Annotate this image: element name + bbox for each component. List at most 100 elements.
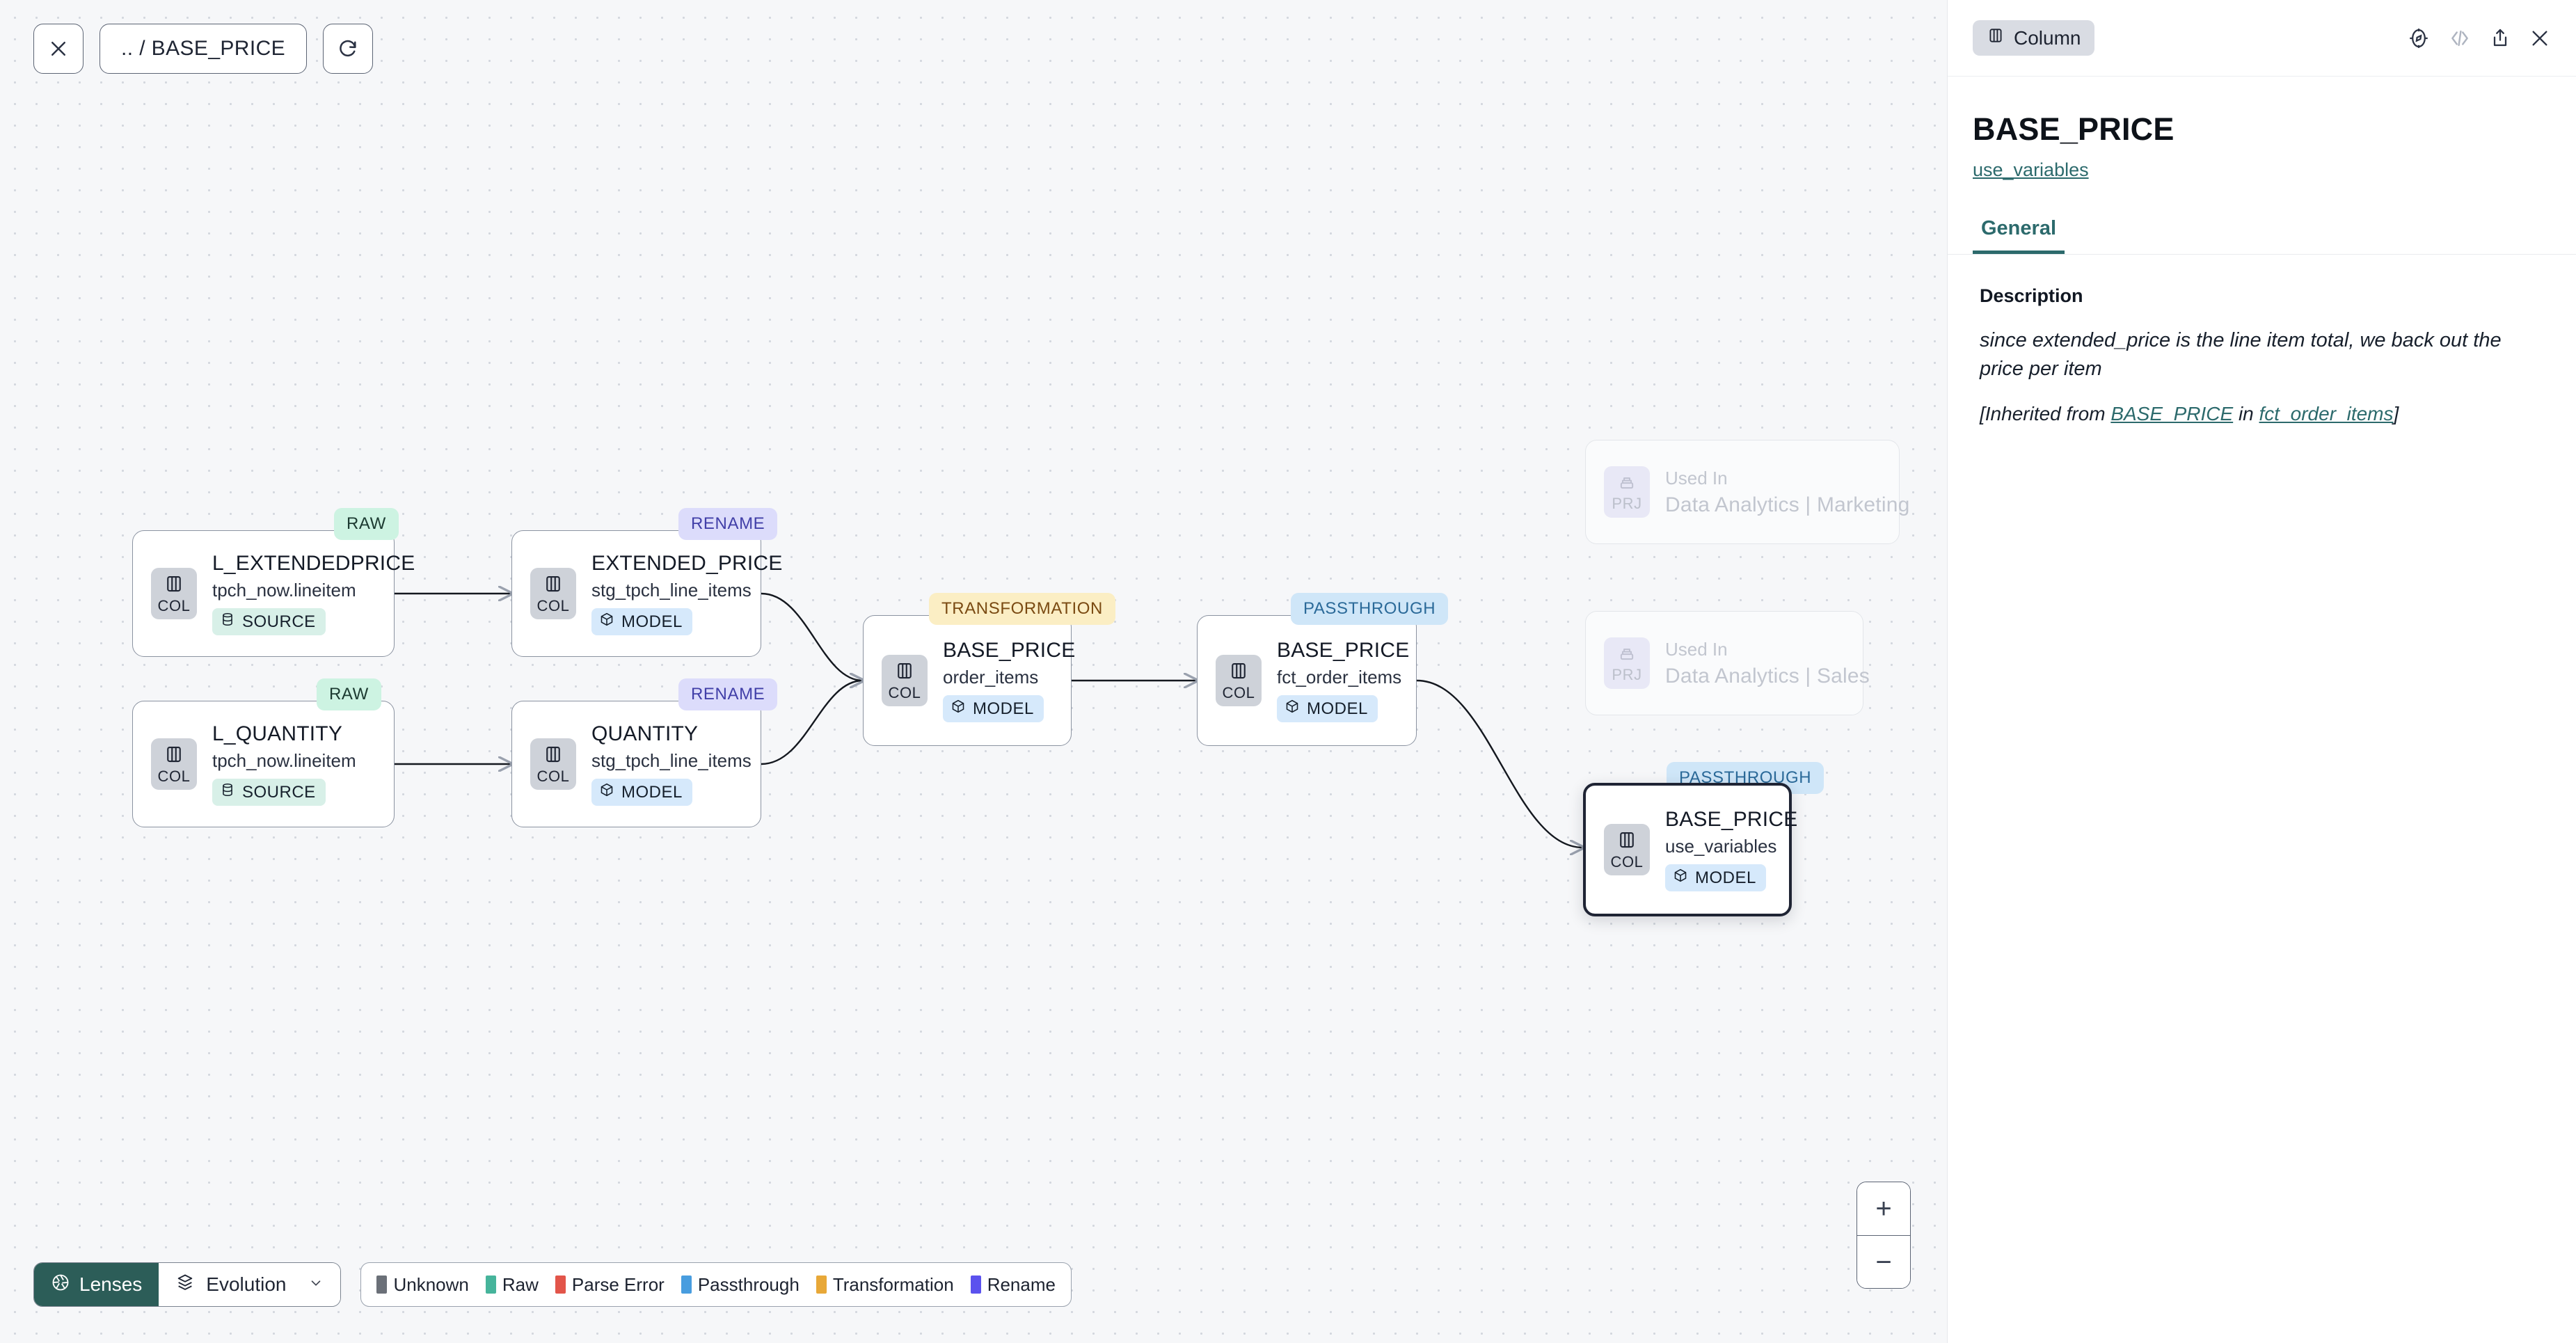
lineage-legend: Unknown Raw Parse Error Passthrough Tran… [360, 1262, 1072, 1307]
zoom-controls: + − [1857, 1182, 1911, 1289]
parent-model-link[interactable]: use_variables [1973, 159, 2089, 180]
tab-general[interactable]: General [1973, 217, 2065, 254]
node-body: Used In Data Analytics | Marketing [1665, 468, 1909, 517]
inherited-model-link[interactable]: fct_order_items [2259, 403, 2394, 425]
column-chip: COL [530, 568, 576, 619]
node-badge-source: SOURCE [212, 779, 326, 806]
node-tag-transformation: TRANSFORMATION [929, 593, 1115, 625]
node-title: BASE_PRICE [1277, 639, 1410, 662]
legend-item-unknown[interactable]: Unknown [376, 1273, 469, 1296]
zoom-in-button[interactable]: + [1857, 1182, 1910, 1235]
legend-swatch [681, 1276, 692, 1294]
column-chip: COL [151, 568, 197, 619]
legend-item-rename[interactable]: Rename [970, 1273, 1056, 1296]
node-title: BASE_PRICE [1665, 808, 1798, 831]
refresh-button[interactable] [323, 24, 374, 74]
used-in-node-sales[interactable]: PRJ Used In Data Analytics | Sales [1585, 611, 1870, 715]
close-graph-button[interactable] [33, 24, 84, 74]
column-icon [543, 573, 564, 598]
node-subtitle: use_variables [1665, 836, 1777, 857]
node-badge-model: MODEL [1277, 695, 1378, 722]
column-icon [1987, 26, 2005, 49]
legend-label: Unknown [393, 1273, 469, 1295]
lineage-node-l-extendedprice[interactable]: COL L_EXTENDEDPRICE tpch_now.lineitem SO… [132, 530, 415, 657]
close-icon[interactable] [2529, 27, 2551, 49]
lineage-canvas[interactable]: .. / BASE_PRICE [0, 0, 1947, 1343]
used-in-label: Used In [1665, 638, 1728, 660]
chevron-down-icon [308, 1273, 324, 1296]
node-body: L_QUANTITY tpch_now.lineitem SOURCE [212, 722, 356, 806]
lineage-node-extended-price[interactable]: COL EXTENDED_PRICE stg_tpch_line_items M… [511, 530, 782, 657]
column-icon [1616, 829, 1637, 854]
column-chip-label: COL [536, 597, 570, 614]
node-subtitle: fct_order_items [1277, 667, 1402, 688]
legend-item-parse-error[interactable]: Parse Error [555, 1274, 665, 1296]
node-body: BASE_PRICE order_items MODEL [943, 639, 1075, 722]
node-subtitle: stg_tpch_line_items [591, 580, 752, 601]
details-panel: Column [1947, 0, 2576, 1343]
cube-icon [599, 612, 614, 632]
lineage-node-fct-order-items[interactable]: COL BASE_PRICE fct_order_items MODEL [1197, 615, 1417, 746]
node-subtitle: tpch_now.lineitem [212, 580, 356, 601]
legend-item-passthrough[interactable]: Passthrough [681, 1274, 800, 1296]
node-body: Used In Data Analytics | Sales [1665, 639, 1870, 688]
legend-item-transformation[interactable]: Transformation [816, 1274, 954, 1296]
node-subtitle: tpch_now.lineitem [212, 750, 356, 771]
description-section: Description since extended_price is the … [1948, 255, 2576, 425]
node-title: L_QUANTITY [212, 722, 343, 745]
inherited-mid: in [2233, 403, 2259, 425]
node-tag-rename: RENAME [678, 678, 778, 710]
legend-label: Rename [987, 1273, 1056, 1295]
lineage-node-l-quantity[interactable]: COL L_QUANTITY tpch_now.lineitem SOURCE [132, 701, 395, 827]
share-icon[interactable] [2489, 27, 2511, 49]
node-title: EXTENDED_PRICE [591, 552, 783, 575]
legend-label: Passthrough [697, 1273, 800, 1295]
column-chip-label: COL [157, 768, 191, 785]
project-icon [1617, 644, 1637, 667]
node-title: BASE_PRICE [943, 639, 1076, 662]
lineage-node-quantity[interactable]: COL QUANTITY stg_tpch_line_items MODEL [511, 701, 761, 827]
evolution-dropdown[interactable]: Evolution [159, 1263, 341, 1306]
node-badge-source: SOURCE [212, 608, 326, 635]
legend-swatch [555, 1276, 566, 1294]
lenses-label: Lenses [79, 1273, 143, 1295]
column-chip: COL [151, 738, 197, 790]
cube-icon [599, 782, 614, 802]
node-body: QUANTITY stg_tpch_line_items MODEL [591, 722, 752, 806]
code-icon[interactable] [2448, 26, 2472, 50]
compass-icon[interactable] [2407, 26, 2431, 50]
inherited-column-link[interactable]: BASE_PRICE [2110, 403, 2234, 425]
layers-icon [175, 1273, 195, 1297]
breadcrumb[interactable]: .. / BASE_PRICE [100, 24, 308, 74]
node-badge-label: SOURCE [242, 612, 316, 631]
node-badge-model: MODEL [943, 695, 1044, 722]
legend-swatch [376, 1276, 388, 1294]
database-icon [220, 782, 235, 802]
lineage-node-order-items[interactable]: COL BASE_PRICE order_items MODEL [863, 615, 1075, 746]
node-tag-raw: RAW [334, 508, 399, 540]
node-badge-model: MODEL [591, 779, 692, 806]
column-icon [1228, 660, 1249, 685]
column-chip-label: COL [1610, 853, 1644, 871]
inherited-prefix: [Inherited from [1980, 403, 2111, 425]
canvas-toolbar: .. / BASE_PRICE [33, 24, 374, 74]
cube-icon [1285, 699, 1300, 719]
used-in-project: Data Analytics | Marketing [1665, 493, 1910, 516]
legend-item-raw[interactable]: Raw [485, 1274, 539, 1296]
description-heading: Description [1980, 285, 2083, 306]
legend-swatch [485, 1276, 496, 1294]
column-icon [164, 573, 184, 598]
used-in-node-marketing[interactable]: PRJ Used In Data Analytics | Marketing [1585, 440, 1909, 544]
node-body: BASE_PRICE fct_order_items MODEL [1277, 639, 1409, 722]
legend-label: Parse Error [571, 1273, 665, 1295]
cube-icon [1673, 868, 1688, 888]
lenses-button[interactable]: Lenses [34, 1263, 159, 1306]
column-chip: COL [1216, 655, 1262, 706]
entity-kind-badge[interactable]: Column [1973, 20, 2095, 56]
node-badge-label: SOURCE [242, 782, 316, 802]
project-chip: PRJ [1604, 466, 1650, 518]
zoom-out-button[interactable]: − [1857, 1235, 1910, 1288]
column-icon [543, 744, 564, 768]
canvas-bottom-bar: Lenses Evolution Unkn [33, 1262, 1072, 1307]
lineage-node-use-variables[interactable]: COL BASE_PRICE use_variables MODEL [1583, 783, 1797, 916]
